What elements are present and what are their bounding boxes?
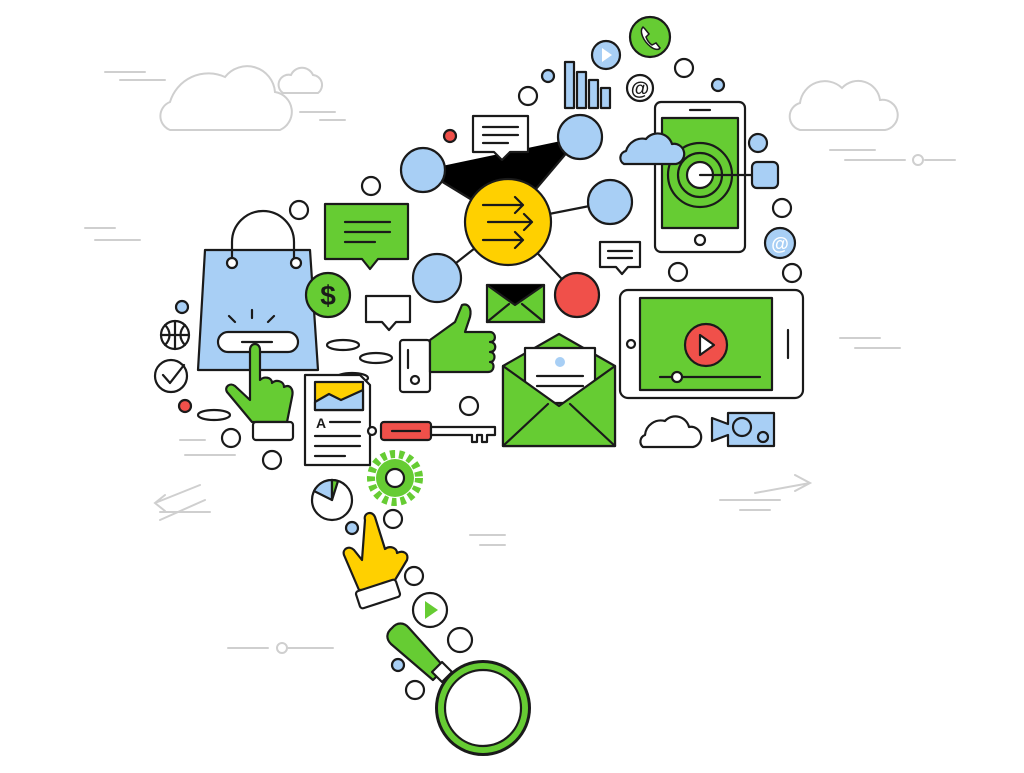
dollar-symbol: $ xyxy=(320,280,336,311)
at-icon: @ xyxy=(763,226,797,260)
cloud-icon xyxy=(159,65,293,131)
magnifier-icon xyxy=(386,622,531,756)
background-decor xyxy=(84,65,956,654)
gear-icon xyxy=(367,450,423,506)
pointing-hand-icon xyxy=(225,342,295,442)
play-icon xyxy=(411,591,449,629)
at-icon: @ xyxy=(625,73,655,103)
at-symbol: @ xyxy=(771,234,789,254)
cloud-icon xyxy=(639,415,703,449)
dots xyxy=(174,57,803,701)
speech-bubble-icon xyxy=(323,114,642,332)
tablet-video-icon xyxy=(618,288,805,400)
play-icon xyxy=(590,39,622,71)
dollar-icon: $ xyxy=(304,271,352,319)
at-symbol: @ xyxy=(631,79,650,100)
cloud-icon xyxy=(788,79,899,131)
basketball-icon xyxy=(159,319,191,351)
key-icon xyxy=(366,420,497,444)
phone-call-icon xyxy=(628,15,672,59)
thumbs-up-icon xyxy=(398,303,497,394)
pointing-hand-icon xyxy=(342,511,409,610)
checkmark-icon xyxy=(153,358,189,394)
pie-chart-icon xyxy=(310,478,354,522)
video-camera-icon xyxy=(710,411,776,448)
bar-chart-icon xyxy=(563,60,612,110)
document-icon: A xyxy=(303,373,372,467)
document-letter: A xyxy=(316,415,326,431)
share-hub-icon xyxy=(399,113,634,319)
envelope-icon xyxy=(485,283,617,448)
smartphone-target-icon xyxy=(619,100,780,254)
cloud-icon xyxy=(277,66,324,94)
cloud-icon xyxy=(619,132,686,166)
